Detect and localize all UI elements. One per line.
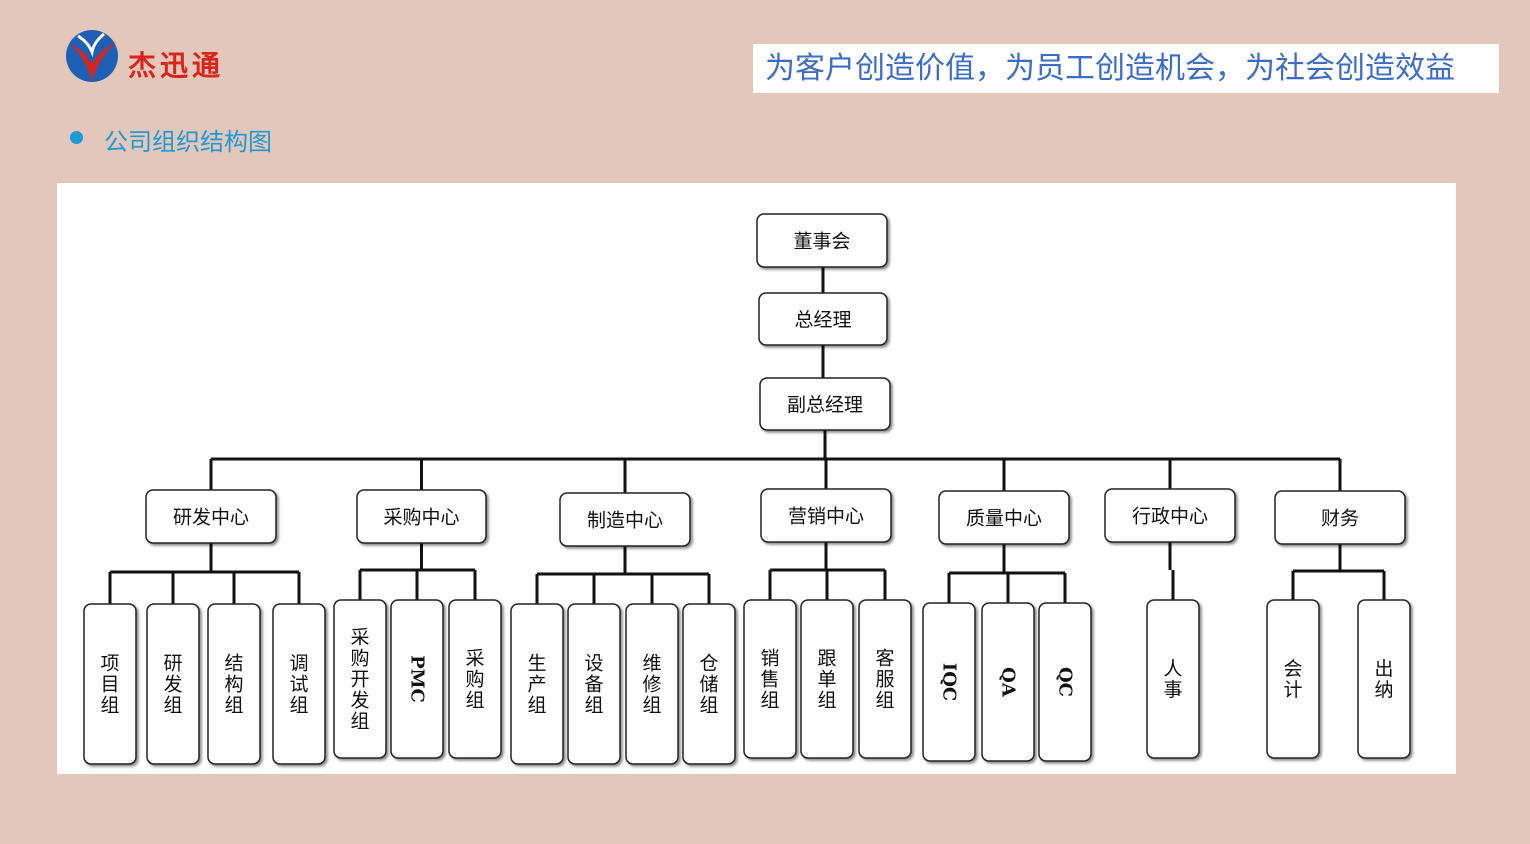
logo-text: 杰迅通: [128, 49, 225, 82]
department-node-1-box: [356, 489, 487, 544]
team-node-3-1-label: 跟单组: [817, 648, 836, 712]
board-node-box: [756, 213, 888, 268]
general-manager-node: 总经理: [758, 292, 888, 346]
team-node-1-0-label: 采购开发组: [350, 627, 369, 733]
team-node-0-3-box: [272, 603, 326, 765]
department-node-1-label: 采购中心: [383, 507, 459, 529]
vice-general-manager-node: 副总经理: [759, 377, 891, 431]
team-node-0-2-label: 结构组: [224, 653, 243, 717]
board-node-label: 董事会: [793, 231, 850, 253]
team-node-5-0: 人事: [1146, 599, 1200, 759]
team-node-0-0: 项目组: [83, 603, 137, 765]
team-node-3-2-label: 客服组: [875, 648, 894, 712]
bullet-icon: [70, 131, 83, 144]
department-node-5: 行政中心: [1104, 488, 1236, 543]
team-node-4-2: QC: [1038, 602, 1092, 762]
slogan-banner: 为客户创造价值，为员工创造机会，为社会创造效益: [753, 44, 1499, 93]
department-node-4: 质量中心: [938, 490, 1070, 545]
team-node-2-3-box: [682, 603, 736, 765]
team-node-1-2-box: [448, 599, 502, 759]
team-node-1-0: 采购开发组: [333, 599, 387, 759]
team-node-2-1: 设备组: [567, 603, 621, 765]
department-node-4-box: [938, 490, 1070, 545]
department-node-1: 采购中心: [356, 489, 487, 544]
board-node: 董事会: [756, 213, 888, 268]
team-node-4-0: IQC: [922, 602, 976, 762]
team-node-0-1-box: [146, 603, 200, 765]
department-node-6-box: [1274, 490, 1406, 545]
department-node-5-label: 行政中心: [1132, 506, 1208, 528]
team-node-2-3-label: 仓储组: [699, 653, 718, 717]
team-node-2-2-box: [625, 603, 679, 765]
team-node-4-0-label: IQC: [939, 663, 960, 701]
logo-emblem-icon: [66, 30, 118, 82]
team-node-4-0-box: [922, 602, 976, 762]
department-node-5-box: [1104, 488, 1236, 543]
team-node-5-0-label: 人事: [1163, 658, 1182, 701]
department-node-0-box: [145, 489, 277, 544]
team-node-3-2: 客服组: [858, 599, 912, 759]
team-node-0-2-box: [207, 603, 261, 765]
vice-general-manager-node-label: 副总经理: [787, 394, 863, 416]
team-node-0-3-label: 调试组: [289, 653, 308, 717]
team-node-2-1-label: 设备组: [584, 653, 603, 717]
team-node-4-1: QA: [981, 602, 1035, 762]
department-node-3-label: 营销中心: [788, 506, 864, 528]
company-logo: [64, 28, 254, 84]
department-node-2-label: 制造中心: [587, 510, 663, 532]
team-node-0-0-label: 项目组: [100, 653, 119, 717]
team-node-0-1-label: 研发组: [163, 653, 182, 717]
team-node-4-1-box: [981, 602, 1035, 762]
department-node-2-box: [559, 492, 691, 547]
department-node-6-label: 财务: [1321, 508, 1359, 530]
team-node-6-1-label: 出纳: [1374, 658, 1393, 701]
team-node-1-1-label: PMC: [407, 655, 428, 703]
team-node-1-1: PMC: [390, 599, 444, 759]
team-node-4-2-label: QC: [1055, 667, 1076, 697]
team-node-3-1-box: [800, 599, 854, 759]
team-node-6-0-label: 会计: [1283, 658, 1302, 701]
department-node-6: 财务: [1274, 490, 1406, 545]
section-title: 公司组织结构图: [104, 128, 272, 156]
team-node-3-2-box: [858, 599, 912, 759]
team-node-6-1-box: [1357, 599, 1411, 759]
team-node-3-0-label: 销售组: [760, 648, 779, 712]
team-node-0-0-box: [83, 603, 137, 765]
team-node-2-1-box: [567, 603, 621, 765]
org-chart: 董事会总经理副总经理研发中心项目组 研发组 结构组 调试组 采购中心采购开发组 PMC 采购…: [57, 183, 1456, 774]
team-node-0-1: 研发组: [146, 603, 200, 765]
team-node-3-0: 销售组: [743, 599, 797, 759]
department-node-4-label: 质量中心: [966, 508, 1042, 530]
general-manager-node-box: [758, 292, 888, 346]
vice-general-manager-node-box: [759, 377, 891, 431]
team-node-3-1: 跟单组: [800, 599, 854, 759]
department-node-0: 研发中心: [145, 489, 277, 544]
team-node-4-2-box: [1038, 602, 1092, 762]
team-node-1-2: 采购组: [448, 599, 502, 759]
team-node-2-2: 维修组: [625, 603, 679, 765]
department-node-0-label: 研发中心: [173, 507, 249, 529]
general-manager-node-label: 总经理: [794, 309, 851, 331]
team-node-6-0-box: [1266, 599, 1320, 759]
team-node-2-3: 仓储组: [682, 603, 736, 765]
team-node-2-0: 生产组: [510, 603, 564, 765]
team-node-1-1-box: [390, 599, 444, 759]
team-node-5-0-box: [1146, 599, 1200, 759]
department-node-3-box: [760, 488, 892, 543]
team-node-1-0-box: [333, 599, 387, 759]
team-node-6-1: 出纳: [1357, 599, 1411, 759]
team-node-0-3: 调试组: [272, 603, 326, 765]
team-node-4-1-label: QA: [998, 667, 1019, 698]
department-node-2: 制造中心: [559, 492, 691, 547]
team-node-2-2-label: 维修组: [642, 653, 661, 717]
department-node-3: 营销中心: [760, 488, 892, 543]
team-node-3-0-box: [743, 599, 797, 759]
team-node-1-2-label: 采购组: [465, 648, 484, 712]
team-node-0-2: 结构组: [207, 603, 261, 765]
team-node-2-0-label: 生产组: [527, 653, 546, 717]
team-node-6-0: 会计: [1266, 599, 1320, 759]
team-node-2-0-box: [510, 603, 564, 765]
